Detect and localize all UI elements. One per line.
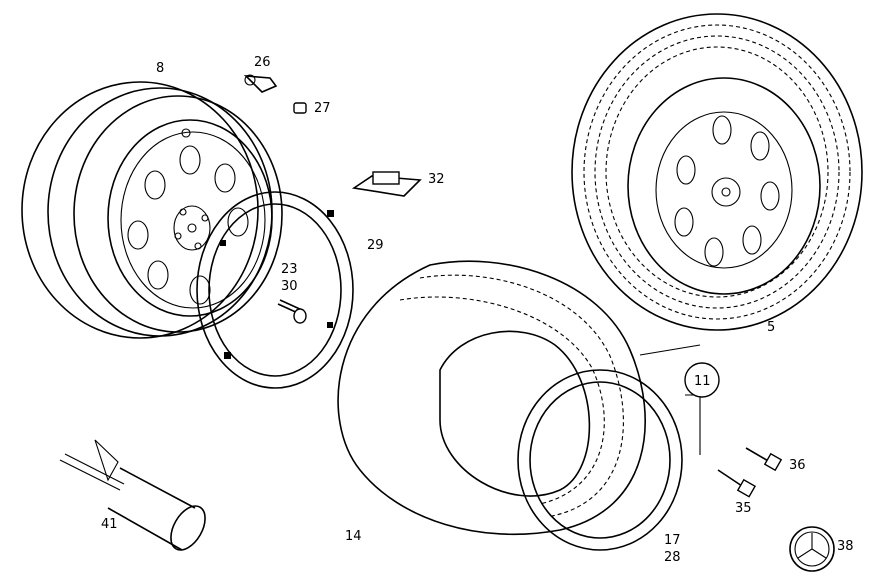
tyre-14 bbox=[337, 260, 646, 536]
callout-5: 5 bbox=[767, 320, 775, 335]
tool-roll-41 bbox=[59, 439, 206, 551]
callout-8: 8 bbox=[156, 61, 164, 76]
tube-ring-17-28 bbox=[517, 369, 683, 551]
callout-28: 28 bbox=[664, 550, 681, 565]
complete-wheel-5 bbox=[571, 13, 863, 331]
star-emblem-38 bbox=[789, 526, 835, 572]
callout-27: 27 bbox=[314, 101, 331, 116]
rim-openings bbox=[127, 145, 249, 305]
callout-32: 32 bbox=[428, 172, 445, 187]
valve-cap-27 bbox=[293, 102, 307, 114]
callout-29: 29 bbox=[367, 238, 384, 253]
wheel-bolt-36 bbox=[745, 447, 783, 472]
callout-36: 36 bbox=[789, 458, 806, 473]
wheel-assembly-8 bbox=[21, 81, 283, 339]
callout-26: 26 bbox=[254, 55, 271, 70]
wheel-bolt-35 bbox=[717, 469, 757, 498]
wheel-trim-ring-29 bbox=[196, 191, 354, 389]
callout-23: 23 bbox=[281, 262, 298, 277]
callout-11-circle bbox=[684, 362, 720, 398]
callout-17: 17 bbox=[664, 533, 681, 548]
callout-30: 30 bbox=[281, 279, 298, 294]
callout-41: 41 bbox=[101, 517, 118, 532]
wheel-bolt-23-30 bbox=[277, 299, 307, 324]
balance-weight-32 bbox=[351, 171, 422, 197]
callout-38: 38 bbox=[837, 539, 854, 554]
valve-stem-26 bbox=[243, 74, 278, 93]
callout-14: 14 bbox=[345, 529, 362, 544]
callout-11: 11 bbox=[694, 374, 711, 389]
callout-35: 35 bbox=[735, 501, 752, 516]
